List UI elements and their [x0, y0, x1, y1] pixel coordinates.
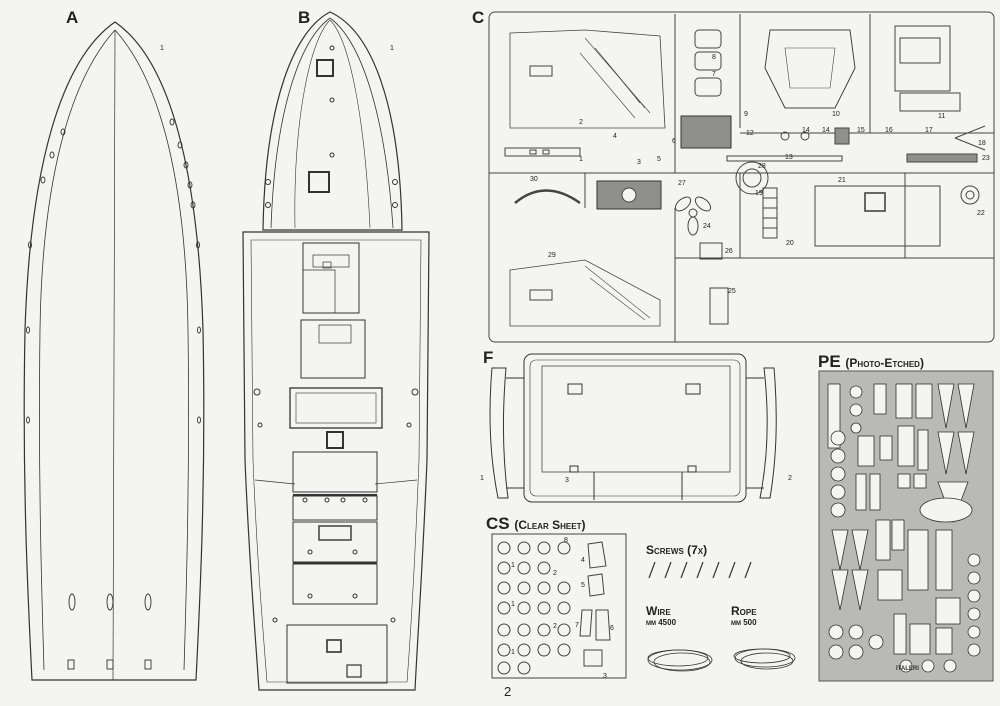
- c-part-number: 12: [746, 130, 754, 137]
- cs-part-number: 6: [610, 625, 614, 632]
- c-part-number: 13: [785, 154, 793, 161]
- c-part-number: 27: [678, 180, 686, 187]
- wire-rope-coils: [647, 648, 796, 672]
- c-part-number: 6: [672, 138, 676, 145]
- section-c-label: C: [472, 8, 485, 27]
- c-part-number: 26: [725, 248, 733, 255]
- cs-part-number: 4: [581, 557, 585, 564]
- f-part-number: 1: [480, 475, 484, 482]
- section-a-part-number: 1: [160, 45, 164, 52]
- c-part-number: 14: [822, 127, 830, 134]
- screws-illustration: [648, 561, 752, 579]
- section-pe-label: PE (Photo-Etched): [818, 352, 924, 372]
- section-cs-name-text: Clear Sheet: [518, 518, 582, 532]
- screws-label: Screws (7x): [646, 543, 708, 557]
- photo-etched-fret: ITALERI: [818, 370, 994, 682]
- c-part-number: 4: [613, 133, 617, 140]
- c-part-number: 25: [728, 288, 736, 295]
- c-part-number: 16: [885, 127, 893, 134]
- rope-length: mm 500: [731, 618, 757, 627]
- section-cs-name: (Clear Sheet): [514, 518, 586, 532]
- c-part-number: 8: [712, 54, 716, 61]
- c-part-number: 1: [579, 156, 583, 163]
- page-number: 2: [504, 684, 512, 699]
- deck-part-b: [242, 11, 430, 691]
- cs-part-number: 5: [581, 582, 585, 589]
- c-part-number: 17: [925, 127, 933, 134]
- section-a-label: A: [66, 8, 79, 27]
- c-part-number: 20: [786, 240, 794, 247]
- cs-part-number: 8: [564, 537, 568, 544]
- c-part-number: 10: [832, 111, 840, 118]
- cs-part-number: 1: [511, 601, 515, 608]
- c-part-number: 14: [802, 127, 810, 134]
- section-cs-letter: CS: [486, 514, 510, 533]
- c-part-number: 23: [982, 155, 990, 162]
- section-b-label: B: [298, 8, 311, 27]
- c-part-number: 3: [637, 159, 641, 166]
- c-part-number: 2: [579, 119, 583, 126]
- c-part-number: 22: [977, 210, 985, 217]
- sprue-c: [488, 11, 995, 343]
- section-pe-letter: PE: [818, 352, 841, 371]
- c-part-number: 21: [838, 177, 846, 184]
- cs-part-number: 3: [603, 673, 607, 680]
- clear-sheet-cs: [491, 533, 627, 679]
- f-part-number: 2: [788, 475, 792, 482]
- pe-brand-label: ITALERI: [896, 666, 919, 672]
- cs-part-number: 1: [511, 562, 515, 569]
- c-part-number: 5: [657, 156, 661, 163]
- rope-label: Rope: [731, 604, 757, 618]
- cs-part-number: 2: [553, 623, 557, 630]
- section-f-label: F: [483, 348, 494, 367]
- c-part-number: 11: [938, 113, 946, 120]
- c-part-number: 15: [857, 127, 865, 134]
- wire-length: mm 4500: [646, 618, 677, 627]
- wire-label: Wire: [646, 604, 671, 618]
- window-frame-part-f: [489, 353, 777, 503]
- cs-part-number: 1: [511, 649, 515, 656]
- c-part-number: 24: [703, 223, 711, 230]
- hull-part-a: [23, 21, 205, 681]
- cs-part-number: 7: [575, 622, 579, 629]
- c-part-number: 9: [744, 111, 748, 118]
- c-part-number: 19: [755, 190, 763, 197]
- section-cs-label: CS (Clear Sheet): [486, 514, 585, 534]
- c-part-number: 18: [978, 140, 986, 147]
- c-part-number: 28: [758, 163, 766, 170]
- section-b-part-number: 1: [390, 45, 394, 52]
- c-part-number: 30: [530, 176, 538, 183]
- c-part-number: 29: [548, 252, 556, 259]
- section-pe-name: (Photo-Etched): [845, 356, 924, 370]
- f-part-number: 3: [565, 477, 569, 484]
- section-pe-name-text: Photo-Etched: [849, 356, 920, 370]
- cs-part-number: 2: [553, 570, 557, 577]
- c-part-number: 7: [712, 71, 716, 78]
